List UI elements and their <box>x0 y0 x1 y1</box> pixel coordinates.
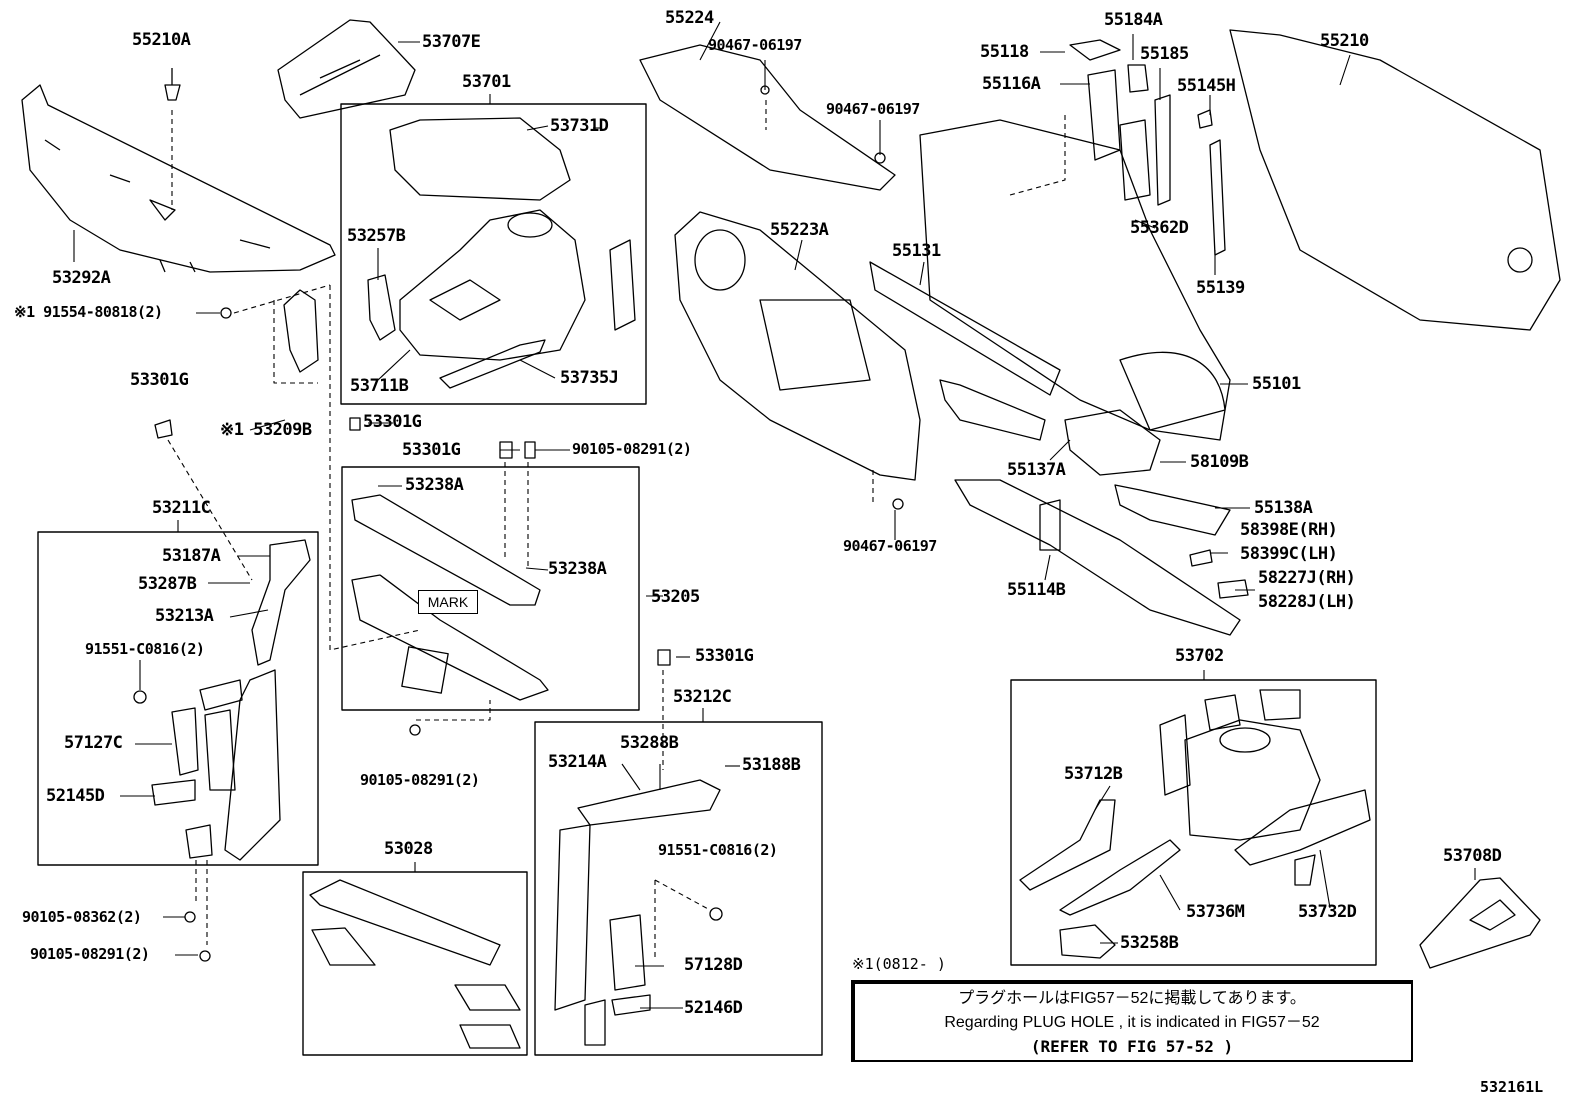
part-label-90467-06197: 90467-06197 <box>843 537 937 555</box>
part-label-55362D: 55362D <box>1130 218 1189 238</box>
part-label-53205: 53205 <box>651 587 700 607</box>
part-label-55118: 55118 <box>980 42 1029 62</box>
part-label-53214A: 53214A <box>548 752 607 772</box>
part-label-55210: 55210 <box>1320 31 1369 51</box>
part-label-91551-C0816: 91551-C0816(2) <box>658 841 778 859</box>
part-label-53301G: 53301G <box>130 370 189 390</box>
part-label-55131: 55131 <box>892 241 941 261</box>
group-box-53205 <box>341 466 640 711</box>
part-label-53211C: 53211C <box>152 498 211 518</box>
part-label-53736M: 53736M <box>1186 902 1245 922</box>
footnote: ※1(0812- ) <box>852 955 946 973</box>
part-label-53702: 53702 <box>1175 646 1224 666</box>
part-label-55138A: 55138A <box>1254 498 1313 518</box>
part-label-55184A: 55184A <box>1104 10 1163 30</box>
part-label-55139: 55139 <box>1196 278 1245 298</box>
part-label-90467-06197: 90467-06197 <box>826 100 920 118</box>
part-label-53028: 53028 <box>384 839 433 859</box>
note-japanese: プラグホールはFIG57－52に掲載してあります。 <box>958 990 1306 1007</box>
part-label-55137A: 55137A <box>1007 460 1066 480</box>
part-label-52146D: 52146D <box>684 998 743 1018</box>
part-label-53707E: 53707E <box>422 32 481 52</box>
part-label-90105-08291: 90105-08291(2) <box>30 945 150 963</box>
part-label-53188B: 53188B <box>742 755 801 775</box>
part-label-91554-80818: ※1 91554-80818(2) <box>14 303 163 321</box>
part-label-53238A: 53238A <box>405 475 464 495</box>
part-label-57128D: 57128D <box>684 955 743 975</box>
part-label-53735J: 53735J <box>560 368 619 388</box>
part-label-57127C: 57127C <box>64 733 123 753</box>
part-label-53288B: 53288B <box>620 733 679 753</box>
dashed-connectors <box>167 100 1066 958</box>
part-label-53292A: 53292A <box>52 268 111 288</box>
part-label-90105-08291: 90105-08291(2) <box>572 440 692 458</box>
part-label-53301G: 53301G <box>363 412 422 432</box>
note-english: Regarding PLUG HOLE , it is indicated in… <box>944 1014 1320 1031</box>
part-label-53187A: 53187A <box>162 546 221 566</box>
part-label-55223A: 55223A <box>770 220 829 240</box>
part-label-53731D: 53731D <box>550 116 609 136</box>
part-label-53209B: ※1 53209B <box>220 420 312 440</box>
part-label-55116A: 55116A <box>982 74 1041 94</box>
part-label-53708D: 53708D <box>1443 846 1502 866</box>
part-label-58398E: 58398E(RH) <box>1240 520 1338 540</box>
note-reference: (REFER TO FIG 57-52 ) <box>1030 1037 1234 1056</box>
part-label-55101: 55101 <box>1252 374 1301 394</box>
part-label-58227J: 58227J(RH) <box>1258 568 1356 588</box>
part-label-58399C: 58399C(LH) <box>1240 544 1338 564</box>
part-label-53212C: 53212C <box>673 687 732 707</box>
part-label-53301G: 53301G <box>695 646 754 666</box>
part-label-90105-08362: 90105-08362(2) <box>22 908 142 926</box>
part-label-53238A: 53238A <box>548 559 607 579</box>
part-label-58228J: 58228J(LH) <box>1258 592 1356 612</box>
part-label-53287B: 53287B <box>138 574 197 594</box>
part-label-53712B: 53712B <box>1064 764 1123 784</box>
part-label-58109B: 58109B <box>1190 452 1249 472</box>
part-label-55145H: 55145H <box>1177 76 1236 96</box>
reference-note-box: プラグホールはFIG57－52に掲載してあります。 Regarding PLUG… <box>851 980 1413 1062</box>
part-label-55210A: 55210A <box>132 30 191 50</box>
group-box-53212C <box>534 721 823 1056</box>
part-label-55114B: 55114B <box>1007 580 1066 600</box>
part-label-53213A: 53213A <box>155 606 214 626</box>
group-box-53702 <box>1010 679 1377 966</box>
part-label-55185: 55185 <box>1140 44 1189 64</box>
part-label-53732D: 53732D <box>1298 902 1357 922</box>
part-label-53257B: 53257B <box>347 226 406 246</box>
part-label-91551-C0816: 91551-C0816(2) <box>85 640 205 658</box>
part-shapes <box>21 19 1561 1049</box>
figure-id: 532161L <box>1480 1078 1544 1096</box>
part-label-53258B: 53258B <box>1120 933 1179 953</box>
part-label-90105-08291: 90105-08291(2) <box>360 771 480 789</box>
part-label-55224: 55224 <box>665 8 714 28</box>
part-label-52145D: 52145D <box>46 786 105 806</box>
group-box-53701 <box>340 103 647 405</box>
group-box-53028 <box>302 871 528 1056</box>
leader-lines <box>73 21 1476 1009</box>
part-label-90467-06197: 90467-06197 <box>708 36 802 54</box>
part-label-53711B: 53711B <box>350 376 409 396</box>
part-label-53701: 53701 <box>462 72 511 92</box>
mark-label: MARK <box>418 590 478 614</box>
part-label-53301G: 53301G <box>402 440 461 460</box>
